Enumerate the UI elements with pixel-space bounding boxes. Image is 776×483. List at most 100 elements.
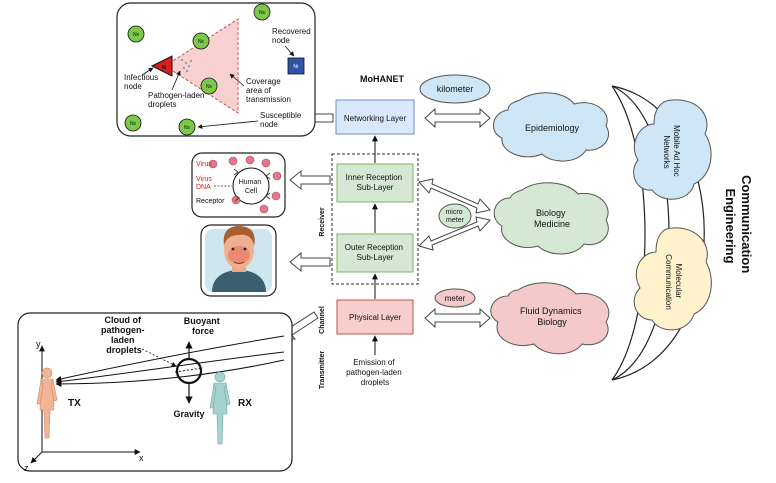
receptors: [233, 168, 271, 202]
infectious-line-2: node: [124, 82, 142, 91]
svg-text:micro meter: micro meter: [445, 209, 464, 224]
outer-reception-layer: Outer Reception Sub-Layer: [336, 233, 414, 273]
svg-text:Ns: Ns: [259, 10, 266, 16]
meter-bubble: meter: [434, 288, 476, 308]
comm-eng-line-2: Engineering: [723, 188, 738, 263]
cloud-line-4: droplets: [106, 345, 142, 355]
fluid-dynamics-cloud: Fluid Dynamics Biology: [490, 282, 610, 355]
droplet-trajectories: [55, 335, 285, 387]
epidemiology-label: Epidemiology: [525, 123, 580, 133]
receiver-label: Receiver: [319, 207, 326, 236]
molecular-comm-line-1: Molecular: [674, 264, 683, 299]
mobile-adhoc-line-2: Networks: [662, 135, 671, 168]
recovered-node: Nr: [287, 57, 305, 75]
droplets-label: Pathogen-laden droplets: [148, 91, 207, 109]
svg-text:Nr: Nr: [293, 64, 299, 70]
svg-text:Fluid Dynamics Biology: Fluid Dynamics Biology: [520, 306, 584, 327]
emission-line-1: Emission of: [353, 358, 395, 367]
mohanet-title: MoHANET: [360, 74, 404, 84]
fluid-biology-label: Biology: [537, 317, 567, 327]
micrometer-bubble: micro meter: [438, 203, 472, 229]
buoyant-line-1: Buoyant: [184, 316, 220, 326]
kilometer-label: kilometer: [437, 84, 474, 94]
kilometer-bubble: kilometer: [419, 74, 491, 104]
inner-reception-line-1: Inner Reception: [346, 173, 402, 182]
coverage-area: [164, 18, 239, 114]
susceptible-line-2: node: [260, 120, 278, 129]
svg-text:Ns: Ns: [184, 125, 191, 131]
inner-reception-line-2: Sub-Layer: [357, 183, 394, 192]
networking-layer-label: Networking Layer: [344, 114, 407, 123]
networking-epidemiology-arrow: [424, 107, 491, 129]
buoyant-label: Buoyant force: [184, 316, 223, 336]
molecular-comm-line-2: Communication: [664, 254, 673, 310]
coverage-label: Coverage area of transmission: [246, 77, 291, 104]
to-face-panel-arrow: [289, 251, 331, 273]
coverage-line-3: transmission: [246, 95, 291, 104]
communication-engineering-region: Communication Engineering: [611, 85, 754, 381]
biology-medicine-cloud: Biology Medicine: [493, 182, 609, 255]
meter-label: meter: [445, 294, 466, 303]
human-cell-line-2: Cell: [245, 188, 258, 195]
droplet-dots: [180, 58, 193, 73]
coverage-line-1: Coverage: [246, 77, 281, 86]
svg-text:Inner Reception Sub-Laye: Inner Reception Sub-Layer: [346, 173, 405, 192]
face-hair: [223, 226, 255, 246]
droplets-line-1: Pathogen-laden: [148, 91, 205, 100]
micrometer-line-1: micro: [445, 209, 462, 216]
virus-dna-line-1: Virus: [196, 176, 212, 183]
physical-layer-label: Physical Layer: [349, 313, 401, 322]
svg-text:Communication Engineerin: Communication Engineering: [723, 175, 754, 277]
emission-label: Emission of pathogen-laden droplets: [346, 358, 404, 387]
susceptible-node: Ns: [127, 25, 145, 43]
tx-label: TX: [68, 398, 81, 409]
svg-text:Molecular Communication: Molecular Communication: [664, 254, 683, 310]
face-shoulders: [212, 270, 266, 292]
mobile-adhoc-line-1: Mobile Ad Hoc: [672, 125, 681, 177]
receiver-human: [209, 371, 231, 445]
recovered-label: Recovered node: [272, 27, 313, 45]
channel-label: Channel: [319, 306, 326, 334]
susceptible-node: Ns: [192, 32, 210, 50]
transmitter-human: [36, 367, 58, 439]
outer-reception-line-2: Sub-Layer: [357, 253, 394, 262]
rx-label: RX: [238, 398, 252, 409]
outer-biology-arrow: [418, 216, 491, 251]
to-cell-panel-arrow: [289, 169, 331, 191]
susceptible-line-1: Susceptible: [260, 111, 302, 120]
epidemiology-cloud: Epidemiology: [493, 92, 609, 162]
channel-panel: y x z Cloud of pathogen- laden droplets …: [17, 312, 293, 473]
infectious-label: Infectious node: [124, 73, 160, 91]
epidemic-panel: Ni Ns Ns Ns Ns Ns Ns: [116, 2, 316, 137]
droplets-line-2: droplets: [148, 100, 176, 109]
human-cell: [232, 167, 270, 205]
layer-field-arrows: [418, 107, 491, 329]
susceptible-node: Ns: [200, 77, 218, 95]
svg-text:Ns: Ns: [206, 84, 213, 90]
cloud-label: Cloud of pathogen- laden droplets: [101, 315, 147, 355]
susceptible-label: Susceptible node: [260, 111, 304, 129]
svg-text:Human Cell: Human Cell: [239, 179, 264, 195]
inner-reception-layer: Inner Reception Sub-Layer: [336, 163, 414, 203]
recovered-line-2: node: [272, 36, 290, 45]
face-redness: [228, 246, 250, 264]
svg-text:Biology Medicine: Biology Medicine: [534, 208, 570, 229]
mobile-adhoc-cloud: Mobile Ad Hoc Networks: [633, 99, 712, 200]
gravity-label: Gravity: [173, 409, 204, 419]
receptor-label: Receptor: [196, 198, 225, 205]
cloud-line-1: Cloud of: [104, 315, 141, 325]
virus-dna-label: Virus DNA: [196, 176, 214, 191]
comm-eng-line-1: Communication: [739, 175, 754, 273]
networking-layer: Networking Layer: [335, 99, 415, 135]
cloud-line-3: laden: [111, 335, 135, 345]
svg-text:Outer Reception Sub-Laye: Outer Reception Sub-Layer: [345, 243, 406, 262]
face-panel: [200, 224, 277, 297]
virus-dna-line-2: DNA: [196, 184, 211, 191]
physical-layer: Physical Layer: [336, 299, 414, 335]
transmitter-label: Transmitter: [319, 351, 326, 389]
outer-reception-line-1: Outer Reception: [345, 243, 403, 252]
inner-biology-arrow: [418, 178, 491, 214]
svg-text:Mobile Ad Hoc Networks: Mobile Ad Hoc Networks: [662, 125, 681, 179]
coverage-line-2: area of: [246, 86, 272, 95]
